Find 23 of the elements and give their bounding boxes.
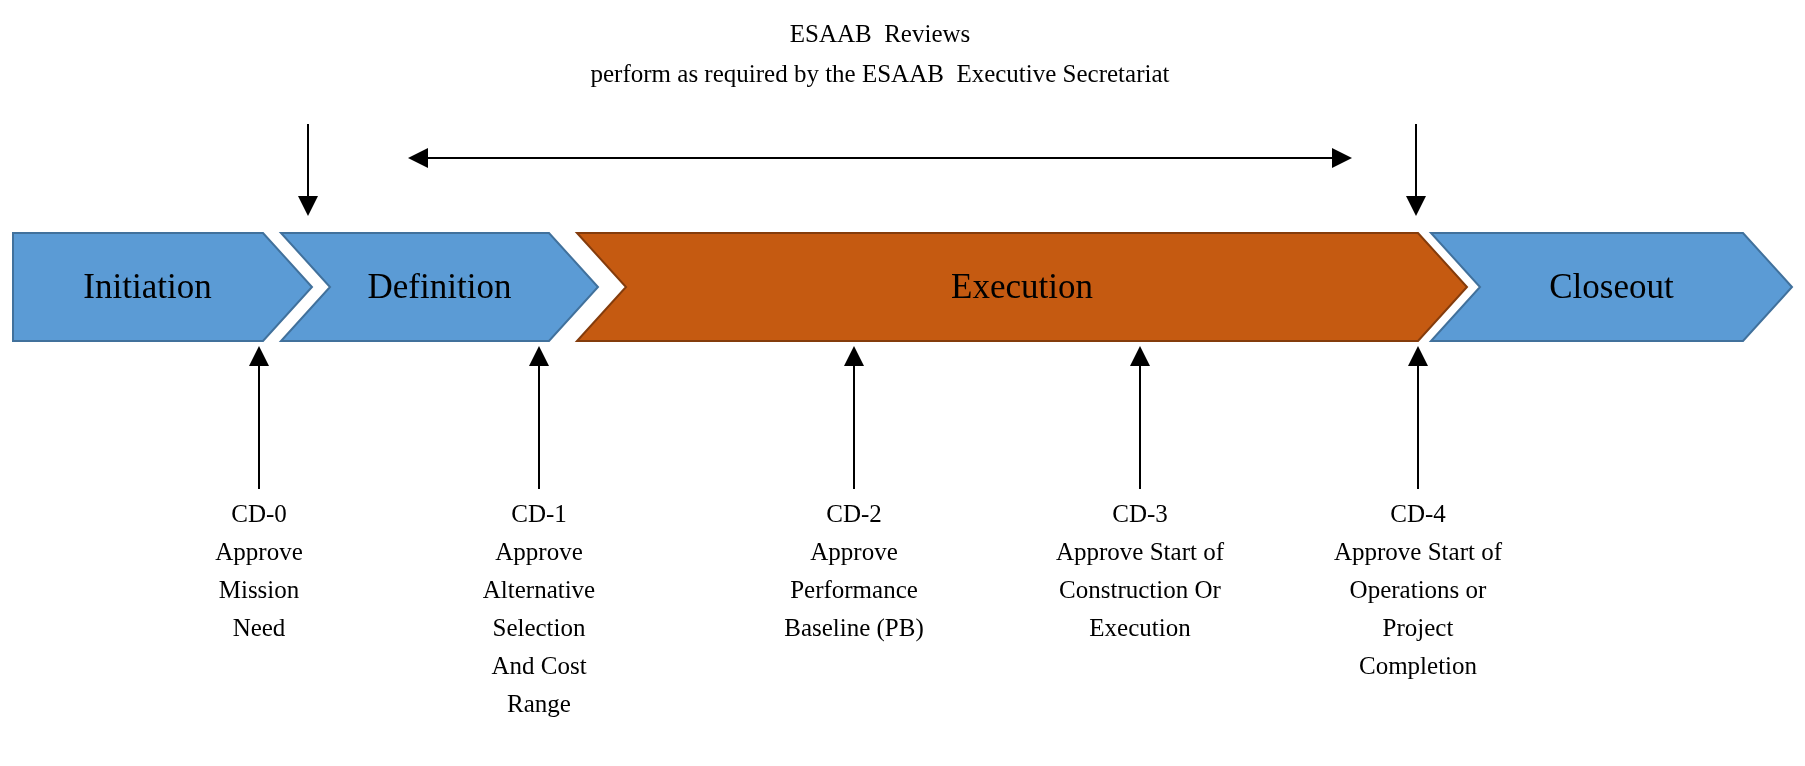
milestone-description: Approve Start of Construction Or Execution: [1055, 537, 1225, 643]
milestone-code: CD-3: [1111, 499, 1169, 529]
milestone-description: Approve Mission Need: [214, 537, 304, 643]
milestone-description: Approve Performance Baseline (PB): [783, 537, 925, 644]
phase-label: Definition: [367, 267, 512, 307]
arrow: [529, 346, 549, 490]
milestone-code: CD-0: [230, 499, 288, 529]
phase-label: Execution: [951, 267, 1093, 307]
milestone-description: Approve Start of Operations or Project Completion: [1333, 537, 1503, 681]
arrow: [1406, 123, 1426, 216]
phase-label: Closeout: [1549, 267, 1674, 307]
milestone-code: CD-2: [825, 499, 883, 529]
arrow: [1130, 346, 1150, 490]
milestone-code: CD-4: [1389, 499, 1447, 529]
milestone-description: Approve Alternative Selection And Cost Range: [481, 537, 597, 719]
arrow: [844, 346, 864, 490]
arrow: [298, 123, 318, 216]
note-text: perform as required by the ESAAB Executive Secretariat: [590, 60, 1170, 88]
arrow: [249, 346, 269, 490]
heading-text: ESAAB Reviews: [789, 20, 971, 48]
milestone-code: CD-1: [510, 499, 568, 529]
phase-label: Initiation: [83, 267, 212, 307]
arrow: [1408, 346, 1428, 490]
